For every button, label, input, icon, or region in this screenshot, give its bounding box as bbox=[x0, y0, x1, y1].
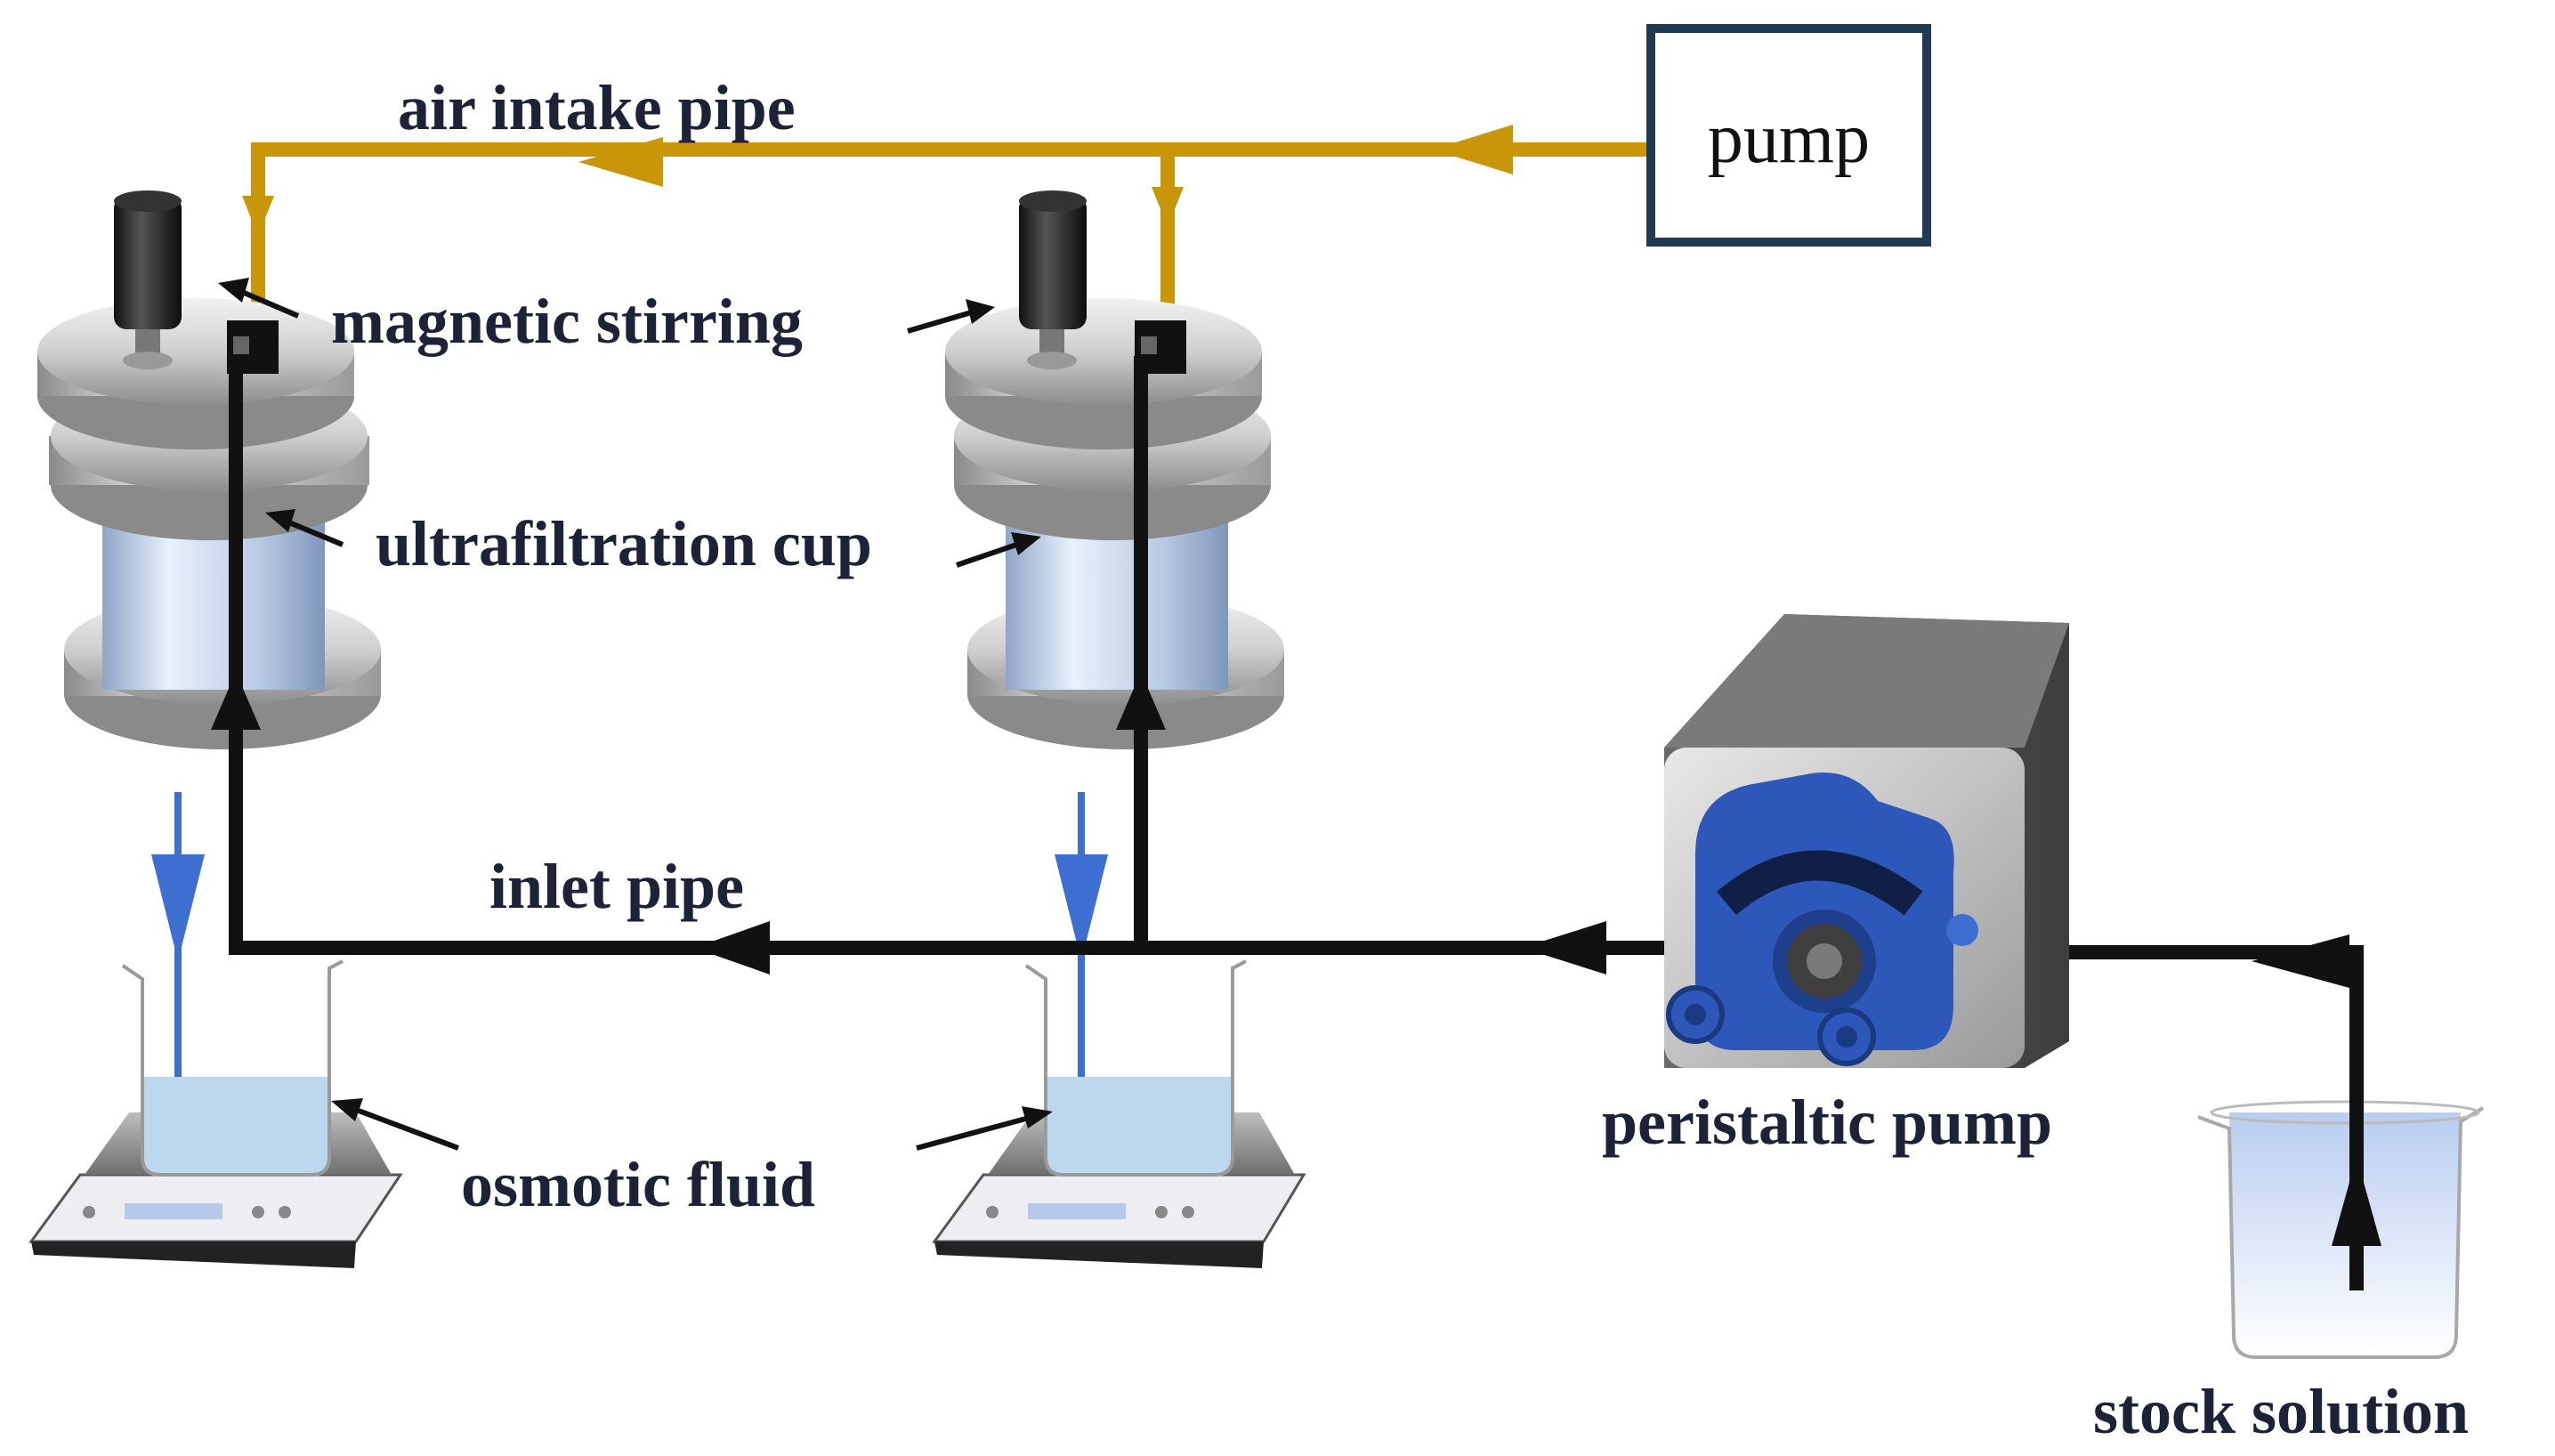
beaker-left bbox=[121, 959, 344, 1177]
pump-label: pump bbox=[1708, 100, 1870, 178]
pump-box bbox=[1646, 24, 1931, 247]
peristaltic-pump bbox=[1664, 614, 2069, 1068]
air-intake-pipe-label: air intake pipe bbox=[398, 72, 796, 143]
ultrafiltration-cup-right bbox=[945, 190, 1284, 749]
label-pointers bbox=[218, 278, 1053, 1151]
magnetic-stirring-label: magnetic stirring bbox=[331, 286, 803, 357]
osmotic-fluid-label: osmotic fluid bbox=[461, 1149, 815, 1220]
ultrafiltration-cup-left bbox=[37, 190, 381, 749]
inlet-pipe-label: inlet pipe bbox=[489, 851, 744, 922]
inlet-flow-arrows bbox=[211, 672, 2381, 1246]
permeate-flow-arrows bbox=[151, 792, 1108, 1077]
air-intake-pipe bbox=[251, 142, 1646, 311]
beaker-right bbox=[1024, 959, 1247, 1177]
peristaltic-pump-label: peristaltic pump bbox=[1602, 1087, 2052, 1158]
ultrafiltration-cup-label: ultrafiltration cup bbox=[376, 508, 872, 579]
air-flow-arrows bbox=[242, 125, 1513, 236]
stock-solution-label: stock solution bbox=[2093, 1376, 2469, 1447]
